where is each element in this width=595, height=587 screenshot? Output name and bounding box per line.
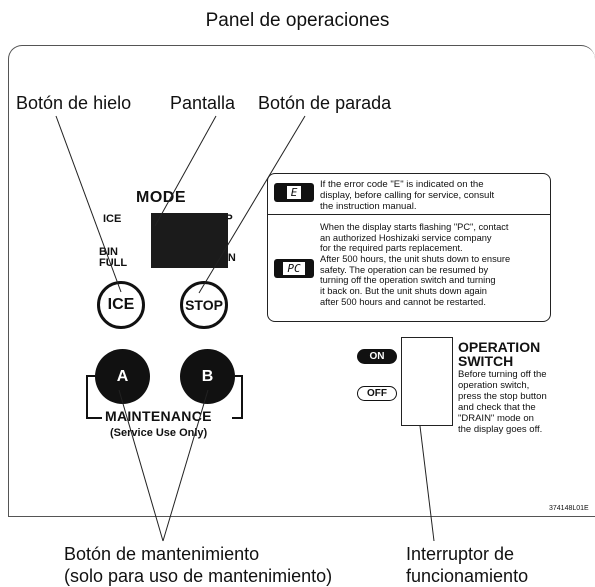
pc-text-line: After 500 hours, the unit shuts down to …: [320, 254, 511, 265]
error-code-display-icon: E: [274, 183, 314, 202]
operation-switch-text-line: the display goes off.: [458, 423, 543, 435]
error-code-text: If the error code "E" is indicated on th…: [320, 179, 548, 212]
on-indicator: ON: [357, 349, 397, 364]
operation-panel: [8, 45, 595, 517]
operation-switch-title-line: SWITCH: [458, 353, 514, 369]
operation-switch-title-line: OPERATION: [458, 339, 541, 355]
part-code: 374148L01E: [549, 505, 589, 512]
error-text-line: display, before calling for service, con…: [320, 190, 495, 202]
operation-switch-text-line: and check that the: [458, 401, 536, 413]
ice-button[interactable]: ICE: [97, 281, 145, 329]
operation-switch-text: Before turning off the operation switch,…: [458, 369, 547, 436]
operation-switch-title: OPERATION SWITCH: [458, 340, 540, 368]
error-text-line: If the error code "E" is indicated on th…: [320, 179, 484, 190]
stop-button[interactable]: STOP: [180, 281, 228, 329]
maintenance-sub-label: (Service Use Only): [110, 427, 208, 439]
pc-text-line: for the required parts replacement.: [320, 243, 463, 254]
pc-text-line: an authorized Hoshizaki service company: [320, 232, 492, 243]
callout-maintenance-line2: (solo para uso de mantenimiento): [64, 566, 333, 586]
callout-maintenance-line1: Botón de mantenimiento: [64, 544, 260, 564]
maintenance-label: MAINTENANCE: [105, 408, 212, 424]
pc-text-line: turning off the operation switch and tur…: [320, 275, 496, 286]
bin-full-line2: FULL: [99, 257, 128, 269]
mode-display: [151, 213, 228, 268]
operation-switch-text-line: Before turning off the: [458, 369, 547, 380]
leader-stop: [198, 115, 306, 294]
error-code-glyph: E: [285, 185, 303, 200]
bin-full-indicator-label: BIN FULL: [99, 247, 127, 269]
info-divider: [268, 214, 550, 215]
maintenance-button-b[interactable]: B: [180, 349, 235, 404]
pc-code-text: When the display starts flashing "PC", c…: [320, 222, 548, 308]
operation-switch-text-line: press the stop button: [458, 390, 547, 402]
leader-ice: [55, 115, 122, 293]
off-indicator: OFF: [357, 386, 397, 401]
bin-full-line1: BIN: [99, 246, 118, 258]
pc-text-line: safety. The operation can be resumed by: [320, 264, 489, 275]
callout-switch-line2: funcionamiento: [406, 566, 529, 586]
callout-ice-button: Botón de hielo: [16, 93, 132, 113]
callout-display: Pantalla: [170, 93, 236, 113]
pc-code-display-icon: PC: [274, 259, 314, 278]
pc-text-line: it back on. But the unit shuts down agai…: [320, 286, 487, 297]
pc-text-line: after 500 hours and cannot be restarted.: [320, 296, 486, 307]
leader-display: [154, 115, 217, 227]
leader-button-b: [162, 389, 209, 542]
pc-text-line: When the display starts flashing "PC", c…: [320, 222, 509, 232]
info-box: [267, 173, 551, 322]
operation-switch-text-line: operation switch,: [458, 379, 530, 391]
operation-switch[interactable]: [401, 337, 453, 426]
callout-stop-button: Botón de parada: [258, 93, 392, 113]
diagram-title: Panel de operaciones: [205, 10, 390, 31]
error-text-line: the instruction manual.: [320, 201, 417, 213]
leader-button-a: [118, 389, 164, 542]
callout-operation-switch: Interruptor de funcionamiento: [406, 543, 528, 587]
ice-indicator-label: ICE: [103, 213, 122, 225]
maintenance-bracket: [86, 375, 243, 419]
pc-code-glyph: PC: [282, 261, 306, 276]
callout-switch-line1: Interruptor de: [406, 544, 515, 564]
callout-maintenance: Botón de mantenimiento (solo para uso de…: [64, 543, 332, 587]
maintenance-button-a[interactable]: A: [95, 349, 150, 404]
operation-switch-text-line: "DRAIN" mode on: [458, 412, 534, 424]
leader-operation-switch: [419, 425, 435, 542]
